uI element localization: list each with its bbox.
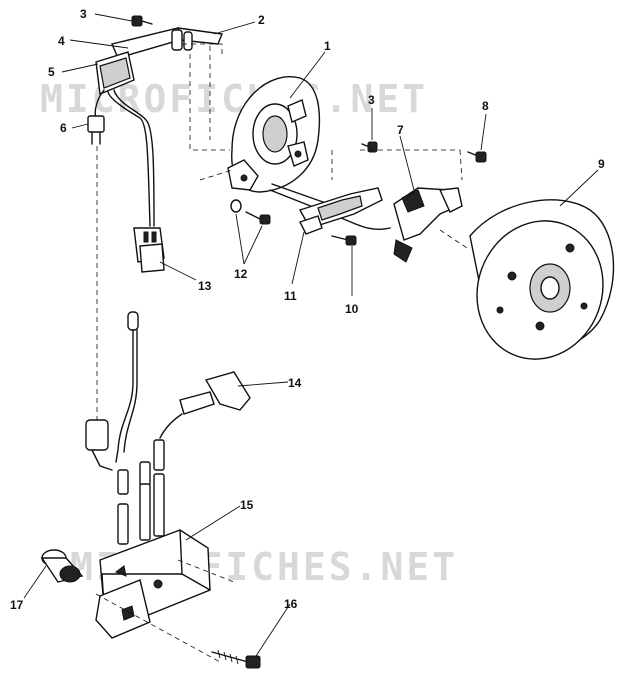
grommet-17	[40, 549, 84, 583]
bolt-16	[211, 649, 261, 669]
stator-plate	[227, 76, 321, 193]
screw-10	[331, 235, 357, 246]
screw-3-mid	[361, 141, 378, 153]
callout-12: 12	[234, 267, 248, 281]
callout-8: 8	[482, 99, 489, 113]
pickup-bracket-11	[298, 187, 383, 235]
screw-8	[467, 151, 487, 163]
callout-16: 16	[284, 597, 298, 611]
screw-12	[230, 199, 271, 225]
pulser-coil-7	[393, 187, 463, 263]
coil-connector	[85, 419, 113, 471]
callout-2: 2	[258, 13, 265, 27]
callout-10: 10	[345, 302, 359, 316]
callout-6: 6	[60, 121, 67, 135]
callout-3-top: 3	[80, 7, 87, 21]
spark-plug-cap-14	[159, 371, 251, 439]
callout-labels: 3 2 4 5 6 1 3 7 8 9 10 11 12 13 14 15 16…	[10, 7, 605, 612]
harness-bracket	[95, 27, 223, 95]
callout-17: 17	[10, 598, 24, 612]
callout-5: 5	[48, 65, 55, 79]
connector-6	[87, 115, 105, 145]
callout-13: 13	[198, 279, 212, 293]
callout-7: 7	[397, 123, 404, 137]
callout-14: 14	[288, 376, 302, 390]
callout-11: 11	[284, 289, 297, 303]
coil-posts	[117, 439, 165, 545]
connector-13	[133, 227, 165, 273]
callout-15: 15	[240, 498, 254, 512]
callout-1: 1	[324, 39, 331, 53]
screw-3-top	[131, 15, 153, 27]
flywheel-9	[469, 199, 615, 360]
callout-3-mid: 3	[368, 93, 375, 107]
callout-4: 4	[58, 34, 65, 48]
coil-lead-wires	[115, 311, 139, 463]
callout-leaders	[23, 13, 599, 657]
callout-9: 9	[598, 157, 605, 171]
